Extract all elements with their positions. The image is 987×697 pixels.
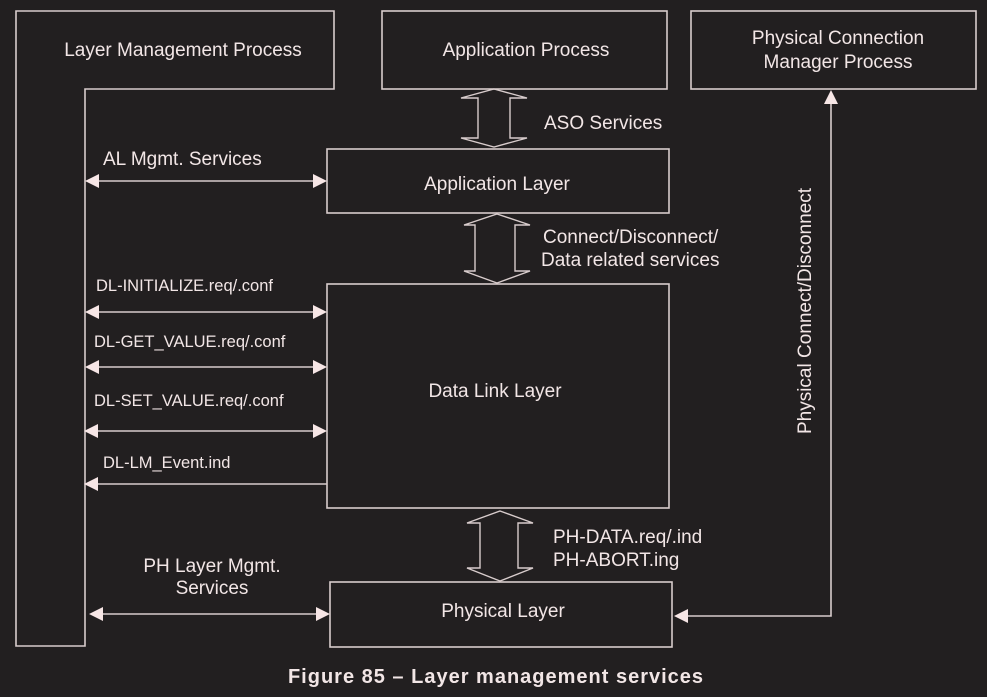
- dl-get-value-label: DL-GET_VALUE.req/.conf: [94, 333, 286, 351]
- aso-services-double-arrow-icon: [460, 88, 528, 148]
- application-process-box: [381, 10, 668, 90]
- layer-management-process-box: [15, 10, 335, 647]
- pcm-process-label-line2: Manager Process: [764, 52, 913, 73]
- arrowhead-left-icon: [84, 424, 98, 438]
- ph-data-label-line2: PH-ABORT.ing: [553, 550, 679, 571]
- arrowhead-left-icon: [674, 609, 688, 623]
- arrowhead-left-icon: [85, 305, 99, 319]
- application-layer-label: Application Layer: [424, 174, 570, 195]
- connect-services-label-line1: Connect/Disconnect/: [543, 227, 719, 248]
- ph-mgmt-services-label-line1: PH Layer Mgmt.: [143, 556, 280, 577]
- application-process-label: Application Process: [443, 40, 610, 61]
- physical-connect-path-line: [686, 102, 832, 617]
- data-link-layer-box: [326, 283, 670, 509]
- dl-initialize-label: DL-INITIALIZE.req/.conf: [96, 277, 273, 295]
- ph-data-label-line1: PH-DATA.req/.ind: [553, 527, 702, 548]
- figure-caption: Figure 85 – Layer management services: [288, 666, 704, 688]
- arrowhead-up-icon: [824, 90, 838, 104]
- arrowhead-right-icon: [313, 424, 327, 438]
- arrowhead-left-icon: [85, 174, 99, 188]
- arrowhead-left-icon: [89, 607, 103, 621]
- ph-mgmt-services-label-line2: Services: [176, 578, 249, 599]
- ph-data-double-arrow-icon: [466, 510, 534, 582]
- pcm-process-box: [690, 10, 977, 90]
- connect-services-double-arrow-icon: [463, 213, 531, 284]
- aso-services-label: ASO Services: [544, 113, 662, 134]
- dl-lm-event-label: DL-LM_Event.ind: [103, 454, 230, 472]
- arrowhead-right-icon: [316, 607, 330, 621]
- arrowhead-right-icon: [313, 305, 327, 319]
- physical-layer-label: Physical Layer: [441, 601, 565, 622]
- al-mgmt-services-label: AL Mgmt. Services: [103, 149, 262, 170]
- pcm-process-label-line1: Physical Connection: [752, 28, 924, 49]
- physical-layer-box: [329, 581, 673, 648]
- connect-services-label-line2: Data related services: [541, 250, 719, 271]
- arrowhead-left-icon: [84, 477, 98, 491]
- arrowhead-right-icon: [313, 174, 327, 188]
- arrowhead-left-icon: [85, 360, 99, 374]
- physical-connect-label: Physical Connect/Disconnect: [795, 187, 816, 434]
- data-link-layer-label: Data Link Layer: [428, 381, 562, 402]
- arrowhead-right-icon: [313, 360, 327, 374]
- layer-management-process-label: Layer Management Process: [64, 40, 302, 61]
- dl-set-value-label: DL-SET_VALUE.req/.conf: [94, 392, 284, 410]
